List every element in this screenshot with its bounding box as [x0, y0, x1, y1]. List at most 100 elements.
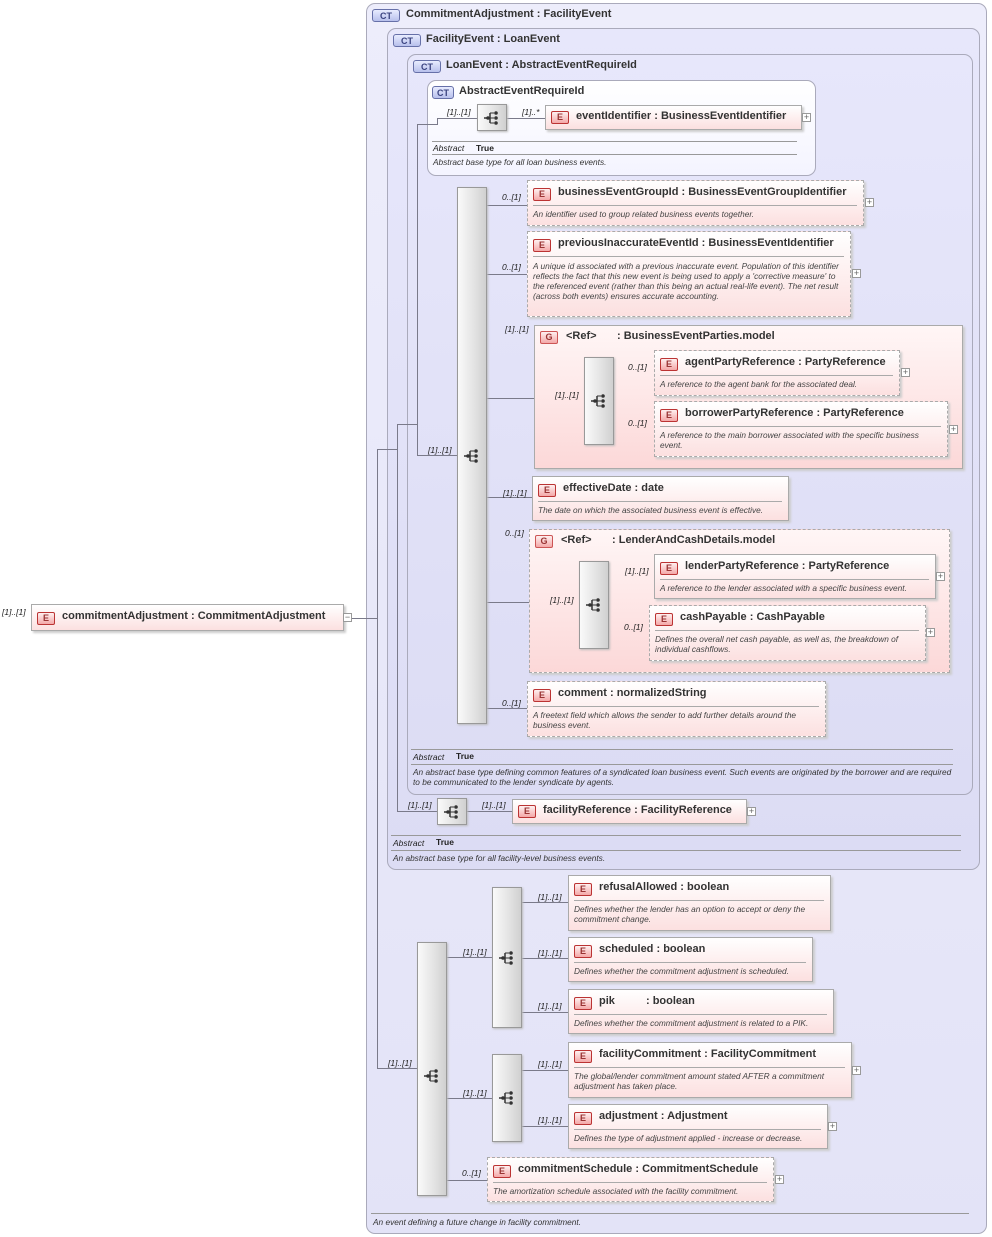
separator [432, 141, 797, 142]
connector [377, 449, 397, 450]
connector [447, 1180, 487, 1181]
element-name: commitmentAdjustment : CommitmentAdjustm… [62, 610, 326, 622]
sequence-compositor[interactable] [437, 798, 467, 825]
element-commitment-adjustment[interactable]: E commitmentAdjustment : CommitmentAdjus… [31, 604, 344, 631]
group-ref: <Ref> [561, 534, 592, 546]
separator [574, 900, 824, 901]
sequence-compositor[interactable] [584, 357, 614, 445]
complex-type-badge: CT [393, 34, 421, 47]
element-borrower-party-reference[interactable]: E borrowerPartyReference : PartyReferenc… [654, 401, 948, 457]
element-effective-date[interactable]: E effectiveDate : date The date on which… [532, 476, 789, 521]
separator [432, 154, 797, 155]
element-badge: E [533, 239, 551, 252]
element-badge: E [551, 111, 569, 124]
documentation: A reference to the lender associated wit… [660, 583, 907, 593]
documentation: The amortization schedule associated wit… [493, 1186, 739, 1196]
separator [371, 1213, 969, 1214]
cardinality: [1]..[1] [408, 800, 432, 810]
sequence-compositor[interactable] [492, 887, 522, 1028]
element-commitment-schedule[interactable]: E commitmentSchedule : CommitmentSchedul… [487, 1157, 774, 1202]
element-facility-reference[interactable]: E facilityReference : FacilityReference [512, 799, 747, 824]
element-badge: E [574, 945, 592, 958]
element-badge: E [574, 1112, 592, 1125]
cardinality: [1]..[1] [463, 947, 487, 957]
element-event-identifier[interactable]: E eventIdentifier : BusinessEventIdentif… [545, 105, 802, 130]
cardinality: 0..[1] [624, 622, 643, 632]
connector [447, 1098, 492, 1099]
element-previous-inaccurate-event-id[interactable]: E previousInaccurateEventId : BusinessEv… [527, 231, 851, 317]
complex-type-badge: CT [432, 86, 454, 99]
sequence-icon [586, 598, 600, 612]
sequence-compositor[interactable] [579, 561, 609, 649]
expand-icon[interactable]: + [828, 1121, 837, 1131]
element-agent-party-reference[interactable]: E agentPartyReference : PartyReference A… [654, 350, 900, 396]
documentation: Defines the type of adjustment applied -… [574, 1133, 803, 1143]
connector [447, 957, 492, 958]
sequence-compositor[interactable] [477, 104, 507, 131]
abstract-label: Abstract [413, 752, 445, 762]
element-badge: E [493, 1165, 511, 1178]
connector [437, 118, 477, 119]
documentation: Defines the overall net cash payable, as… [655, 634, 899, 654]
sequence-compositor[interactable] [492, 1054, 522, 1142]
element-badge: E [533, 689, 551, 702]
separator [660, 426, 941, 427]
element-name: cashPayable : CashPayable [680, 611, 825, 623]
abstract-value: True [476, 143, 494, 153]
element-comment[interactable]: E comment : normalizedString A freetext … [527, 681, 826, 737]
expand-icon[interactable]: + [949, 424, 958, 434]
element-badge: E [533, 188, 551, 201]
connector [487, 205, 527, 206]
connector [487, 274, 527, 275]
expand-icon[interactable]: + [802, 112, 811, 122]
element-adjustment[interactable]: E adjustment : Adjustment Defines the ty… [568, 1104, 828, 1149]
cardinality: [1]..[1] [550, 595, 574, 605]
expand-icon[interactable]: + [936, 571, 945, 581]
expand-icon[interactable]: + [775, 1174, 784, 1184]
separator [660, 375, 893, 376]
element-refusal-allowed[interactable]: E refusalAllowed : boolean Defines wheth… [568, 875, 831, 931]
sequence-icon [464, 449, 478, 463]
separator [655, 630, 919, 631]
abstract-value: True [456, 751, 474, 761]
group-name: : LenderAndCashDetails.model [612, 534, 776, 546]
element-name: effectiveDate : date [563, 482, 664, 494]
documentation: An identifier used to group related busi… [533, 209, 755, 219]
complex-type-title: AbstractEventRequireId [459, 85, 585, 97]
element-business-event-group-id[interactable]: E businessEventGroupId : BusinessEventGr… [527, 180, 864, 226]
separator [391, 850, 961, 851]
sequence-compositor[interactable] [417, 942, 447, 1196]
element-lender-party-reference[interactable]: E lenderPartyReference : PartyReference … [654, 554, 936, 599]
connector [437, 118, 438, 125]
element-badge: E [655, 613, 673, 626]
element-cash-payable[interactable]: E cashPayable : CashPayable Defines the … [649, 605, 926, 661]
expand-icon[interactable]: + [865, 197, 874, 207]
element-facility-commitment[interactable]: E facilityCommitment : FacilityCommitmen… [568, 1042, 852, 1098]
element-badge: E [538, 484, 556, 497]
sequence-compositor[interactable] [457, 187, 487, 724]
separator [660, 579, 929, 580]
cardinality: 0..[1] [502, 192, 521, 202]
connector [467, 811, 512, 812]
element-pik[interactable]: E pik : boolean Defines whether the comm… [568, 989, 834, 1034]
expand-icon[interactable]: + [852, 268, 861, 278]
cardinality: 0..[1] [628, 362, 647, 372]
expand-icon[interactable]: + [926, 627, 935, 637]
cardinality: 0..[1] [462, 1168, 481, 1178]
element-badge: E [518, 805, 536, 818]
expand-icon[interactable]: + [747, 806, 756, 816]
cardinality: [1]..[1] [538, 892, 562, 902]
collapse-icon[interactable]: − [343, 612, 352, 622]
separator [493, 1182, 767, 1183]
sequence-icon [499, 1091, 513, 1105]
expand-icon[interactable]: + [901, 367, 910, 377]
expand-icon[interactable]: + [852, 1065, 861, 1075]
documentation: Defines whether the commitment adjustmen… [574, 1018, 809, 1028]
cardinality: [1]..[1] [625, 566, 649, 576]
element-badge: E [574, 883, 592, 896]
connector [522, 1070, 568, 1071]
connector [522, 902, 568, 903]
cardinality: [1]..[1] [447, 107, 471, 117]
cardinality: [1]..[1] [503, 488, 527, 498]
element-scheduled[interactable]: E scheduled : boolean Defines whether th… [568, 937, 813, 982]
